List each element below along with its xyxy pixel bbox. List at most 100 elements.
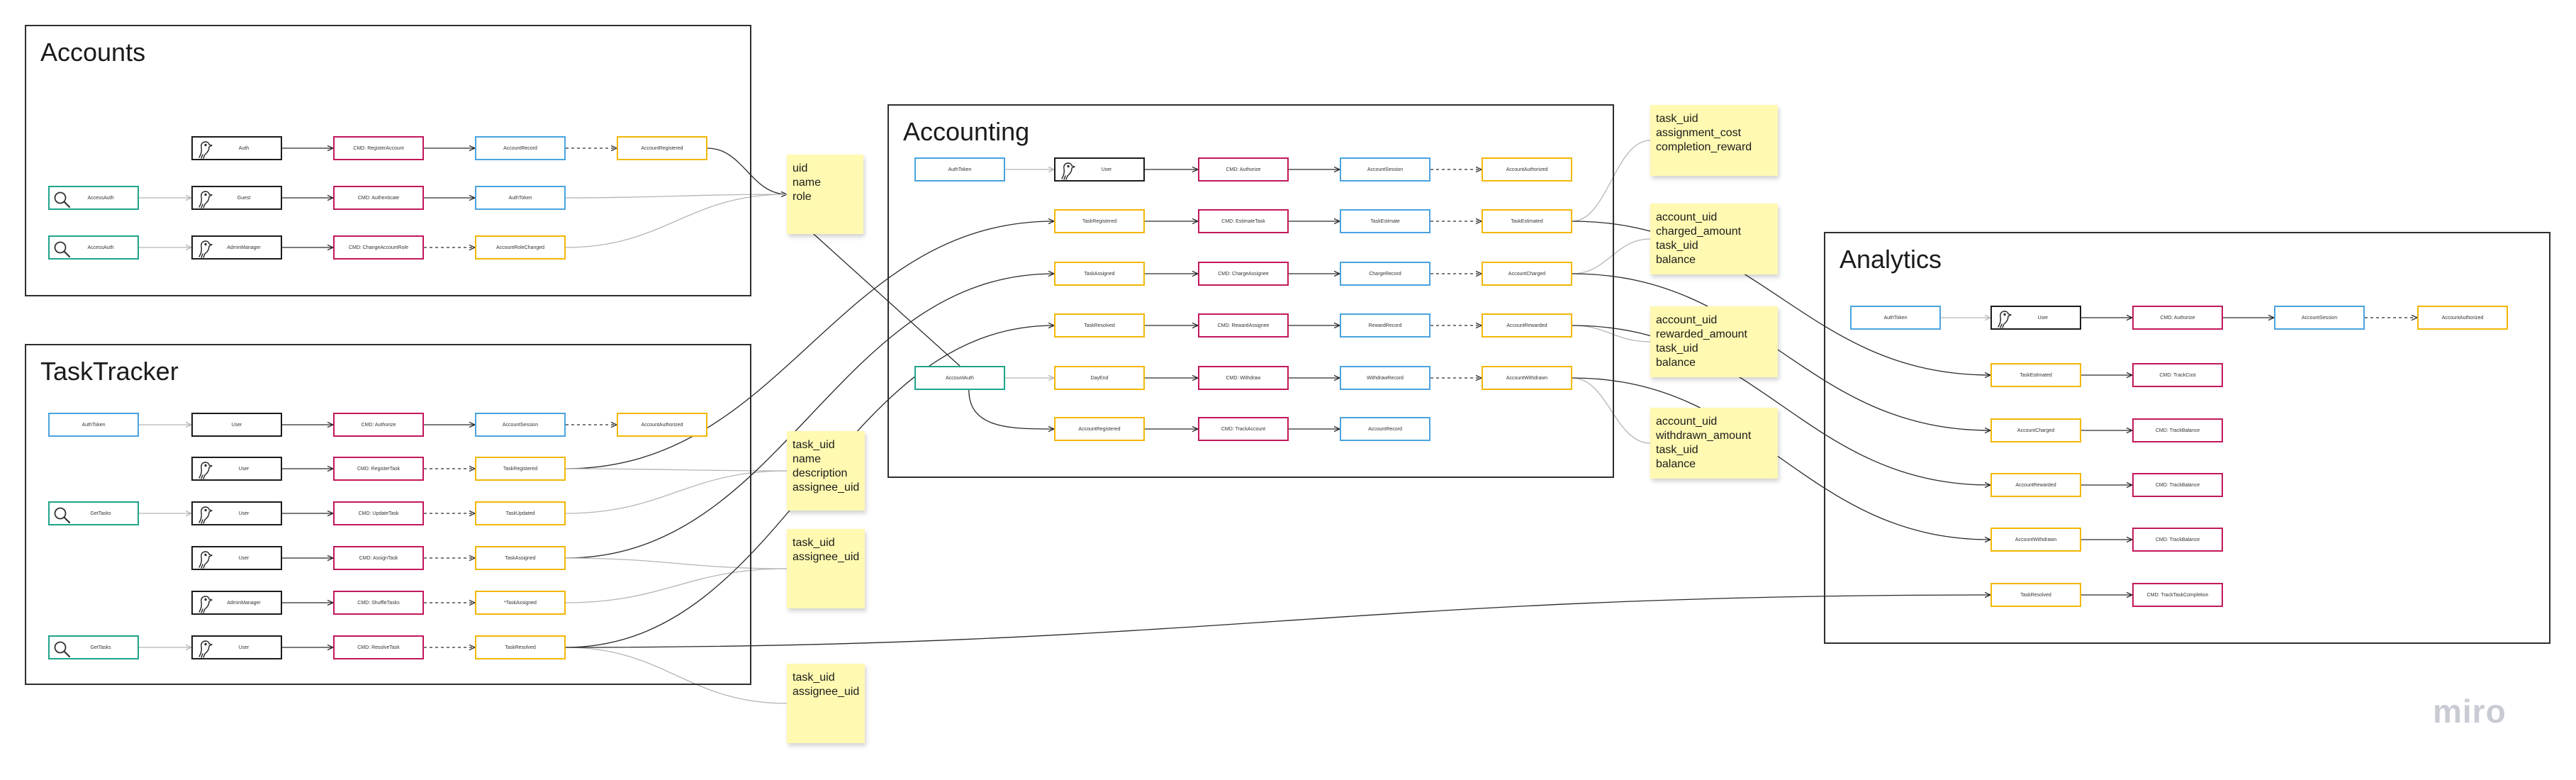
connector-tt-ev-assign-to-note-assign[interactable] (565, 557, 788, 569)
node-ac-ev-day[interactable]: DayEnd (1054, 366, 1145, 390)
node-ac-q-acc[interactable]: AccountAuth (914, 366, 1005, 390)
node-ac-wd[interactable]: WithdrawRecord (1340, 366, 1430, 390)
node-ac-ev-tres[interactable]: TaskResolved (1054, 313, 1145, 338)
node-acc-cmd-reg[interactable]: CMD: RegisterAccount (333, 136, 424, 160)
node-acc-ev-reg[interactable]: AccountRegistered (617, 136, 707, 160)
node-tt-cmd-shuffle[interactable]: CMD: ShuffleTasks (333, 591, 424, 615)
node-an-cmd-tcost[interactable]: CMD: TrackCost (2132, 363, 2223, 387)
node-ac-ev-charged[interactable]: AccountCharged (1482, 262, 1572, 286)
node-ac-cmd-reward[interactable]: CMD: RewardAssignee (1198, 313, 1289, 338)
node-ac-ev-rewarded[interactable]: AccountRewarded (1482, 313, 1572, 338)
node-tt-session[interactable]: AccountSession (475, 413, 566, 437)
connector-acc-ev-reg-to-note-uid[interactable] (707, 147, 787, 194)
node-an-cmd-tcomp[interactable]: CMD: TrackTaskCompletion (2132, 583, 2223, 607)
node-ac-accrec[interactable]: AccountRecord (1340, 417, 1430, 441)
node-an-ev-wd[interactable]: AccountWithdrawn (1990, 528, 2081, 552)
node-tt-ev-authd[interactable]: AccountAuthorized (617, 413, 707, 437)
node-an-ev-charged[interactable]: AccountCharged (1990, 418, 2081, 442)
node-ac-session[interactable]: AccountSession (1340, 157, 1430, 182)
node-tt-cmd-upd[interactable]: CMD: UpdateTask (333, 501, 424, 525)
connector-note-uid-to-ac-q-acc[interactable] (813, 233, 961, 367)
connector-tt-ev-assign-to-ac-ev-tass[interactable] (565, 274, 1054, 559)
node-an-ev-rewarded[interactable]: AccountRewarded (1990, 473, 2081, 497)
node-ac-cmd-auth[interactable]: CMD: Authorize (1198, 157, 1289, 182)
connector-tt-ev-reg-to-ac-ev-treg[interactable] (565, 221, 1054, 469)
node-an-ev-authd[interactable]: AccountAuthorized (2417, 306, 2508, 330)
node-ac-ev-wd[interactable]: AccountWithdrawn (1482, 366, 1572, 390)
node-tt-user3[interactable]: User (191, 546, 282, 570)
connector-ac-ev-est-to-an-ev-est[interactable] (1572, 221, 1990, 375)
frame-analytics[interactable]: Analytics (1824, 232, 2550, 644)
connector-ac-ev-est-to-note-cost[interactable] (1572, 140, 1651, 222)
connector-tt-ev-reg-to-note-task[interactable] (565, 468, 788, 472)
node-tt-ev-assign[interactable]: TaskAssigned (475, 546, 566, 570)
frame-accounting[interactable]: Accounting (887, 104, 1614, 478)
node-an-cmd-tb2[interactable]: CMD: TrackBalance (2132, 473, 2223, 497)
node-tt-cmd-reg[interactable]: CMD: RegisterTask (333, 457, 424, 481)
node-ac-cmd-charge[interactable]: CMD: ChargeAssignee (1198, 262, 1289, 286)
node-tt-q-get2[interactable]: GetTasks (48, 635, 139, 659)
node-an-cmd-tb1[interactable]: CMD: TrackBalance (2132, 418, 2223, 442)
connector-tt-ev-resolved-to-an-ev-tres[interactable] (565, 595, 1990, 648)
connector-ac-ev-wd-to-an-ev-wd[interactable] (1572, 377, 1990, 540)
node-ac-ev-tass[interactable]: TaskAssigned (1054, 262, 1145, 286)
node-tt-cmd-resolve[interactable]: CMD: ResolveTask (333, 635, 424, 659)
node-acc-token[interactable]: AuthToken (475, 186, 566, 210)
node-tt-user1[interactable]: User (191, 457, 282, 481)
node-ac-est[interactable]: TaskEstimate (1340, 209, 1430, 233)
node-acc-admin[interactable]: AdminManager (191, 235, 282, 260)
connector-ac-ev-wd-to-note-withdrawn[interactable] (1572, 377, 1651, 444)
node-an-ev-tres[interactable]: TaskResolved (1990, 583, 2081, 607)
frame-tasktracker[interactable]: TaskTracker (25, 344, 751, 685)
node-acc-auth2[interactable]: Guest (191, 186, 282, 210)
node-tt-admin[interactable]: AdminManager (191, 591, 282, 615)
node-acc-cmd-role[interactable]: CMD: ChangeAccountRole (333, 235, 424, 260)
node-ac-cmd-wd[interactable]: CMD: Withdraw (1198, 366, 1289, 390)
connector-ac-ev-charged-to-note-charged[interactable] (1572, 238, 1651, 274)
node-tt-ev-reg[interactable]: TaskRegistered (475, 457, 566, 481)
node-tt-q-get1[interactable]: GetTasks (48, 501, 139, 525)
node-ac-cmd-est[interactable]: CMD: EstimateTask (1198, 209, 1289, 233)
node-tt-ev-resolved[interactable]: TaskResolved (475, 635, 566, 659)
node-ac-charge[interactable]: ChargeRecord (1340, 262, 1430, 286)
node-an-cmd-tb3[interactable]: CMD: TrackBalance (2132, 528, 2223, 552)
node-an-session[interactable]: AccountSession (2274, 306, 2365, 330)
node-tt-cmd-auth[interactable]: CMD: Authorize (333, 413, 424, 437)
node-ac-ev-authd[interactable]: AccountAuthorized (1482, 157, 1572, 182)
node-acc-q-auth[interactable]: AccessAuth (48, 186, 139, 210)
node-ac-ev-areg[interactable]: AccountRegistered (1054, 417, 1145, 441)
node-ac-user[interactable]: User (1054, 157, 1145, 182)
connector-ac-ev-charged-to-an-ev-charged[interactable] (1572, 273, 1990, 430)
connector-tt-ev-resolved-to-note-resolve[interactable] (565, 647, 788, 704)
node-an-user[interactable]: User (1990, 306, 2081, 330)
node-tt-user4[interactable]: User (191, 635, 282, 659)
node-an-cmd-auth[interactable]: CMD: Authorize (2132, 306, 2223, 330)
node-tt-ev-assign2[interactable]: *TaskAssigned (475, 591, 566, 615)
node-ac-token[interactable]: AuthToken (914, 157, 1005, 182)
node-acc-auth1[interactable]: Auth (191, 136, 282, 160)
node-tt-token[interactable]: AuthToken (48, 413, 139, 437)
node-an-token[interactable]: AuthToken (1850, 306, 1941, 330)
node-tt-ev-upd[interactable]: TaskUpdated (475, 501, 566, 525)
node-an-ev-est[interactable]: TaskEstimated (1990, 363, 2081, 387)
node-ac-cmd-track[interactable]: CMD: TrackAccount (1198, 417, 1289, 441)
node-acc-ev-role[interactable]: AccountRoleChanged (475, 235, 566, 260)
node-acc-q-role[interactable]: AccessAuth (48, 235, 139, 260)
node-tt-user2[interactable]: User (191, 501, 282, 525)
node-ac-ev-est[interactable]: TaskEstimated (1482, 209, 1572, 233)
node-acc-record[interactable]: AccountRecord (475, 136, 566, 160)
connector-acc-token-to-note-uid[interactable] (565, 194, 788, 199)
node-ac-reward[interactable]: RewardRecord (1340, 313, 1430, 338)
connector-ac-ev-rewarded-to-an-ev-rewarded[interactable] (1572, 325, 1990, 485)
node-tt-user0[interactable]: User (191, 413, 282, 437)
node-ac-ev-treg[interactable]: TaskRegistered (1054, 209, 1145, 233)
node-tt-cmd-assign[interactable]: CMD: AssignTask (333, 546, 424, 570)
